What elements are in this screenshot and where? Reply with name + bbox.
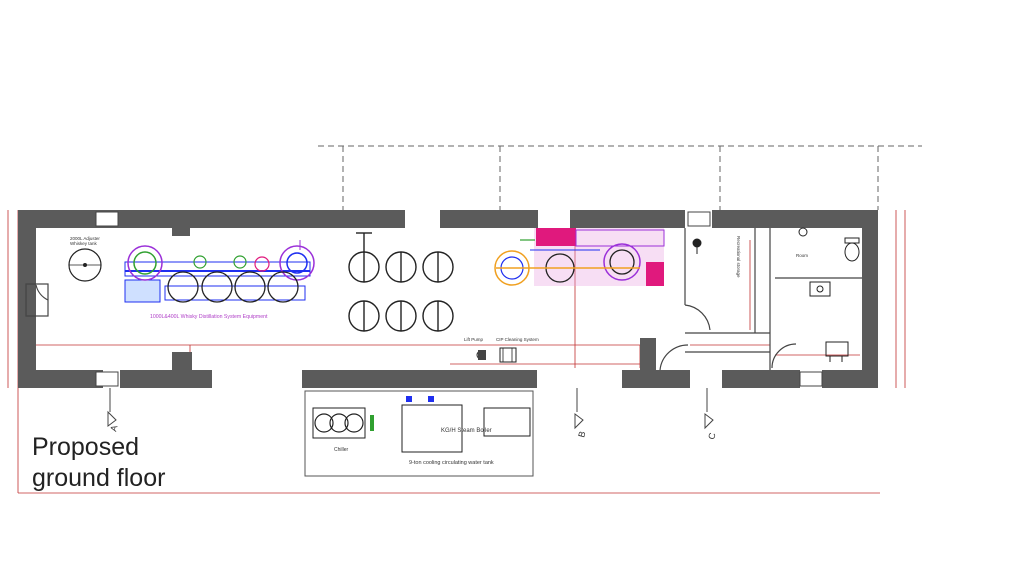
title-line-1: Proposed: [32, 433, 140, 461]
distillation-system-equipment: [124, 240, 315, 303]
section-marker-a: [107, 388, 117, 427]
adjuster-tank: [68, 248, 102, 282]
section-b-label: B: [576, 430, 587, 438]
chiller-label: Chiller: [334, 447, 349, 453]
section-marker-b: [574, 388, 584, 430]
lift-pump-and-cip: [476, 347, 517, 363]
windows: [95, 211, 823, 387]
equipment-yard: [304, 390, 534, 477]
adjuster-label-line1: 2000L Adjuster: [70, 236, 100, 241]
lift-pump-label: Lift Pump: [464, 337, 484, 342]
storage-label: Recreational storage: [736, 236, 741, 278]
storage-room-symbol: [692, 238, 702, 254]
section-c-label: C: [706, 431, 717, 440]
room-label: Room: [796, 253, 808, 258]
section-marker-c: [704, 388, 714, 430]
upper-dashed-grid: [318, 145, 922, 210]
section-a-label: A: [108, 424, 119, 432]
fermentation-tanks: [348, 232, 454, 332]
water-tank-label: 9-ton cooling circulating water tank: [409, 460, 494, 466]
title-line-2: ground floor: [32, 464, 166, 492]
adjuster-label-line2: Whiskey tank: [70, 241, 98, 246]
interior-partitions: [25, 228, 862, 371]
processing-equipment-area: [494, 228, 665, 286]
boiler-label: KG/H Steam Boiler: [441, 428, 492, 434]
toilet-room-fixtures: [798, 227, 860, 362]
cip-label: CIP Cleaning System: [496, 337, 539, 342]
distillation-label: 1000L&400L Whisky Distillation System Eq…: [150, 314, 268, 320]
